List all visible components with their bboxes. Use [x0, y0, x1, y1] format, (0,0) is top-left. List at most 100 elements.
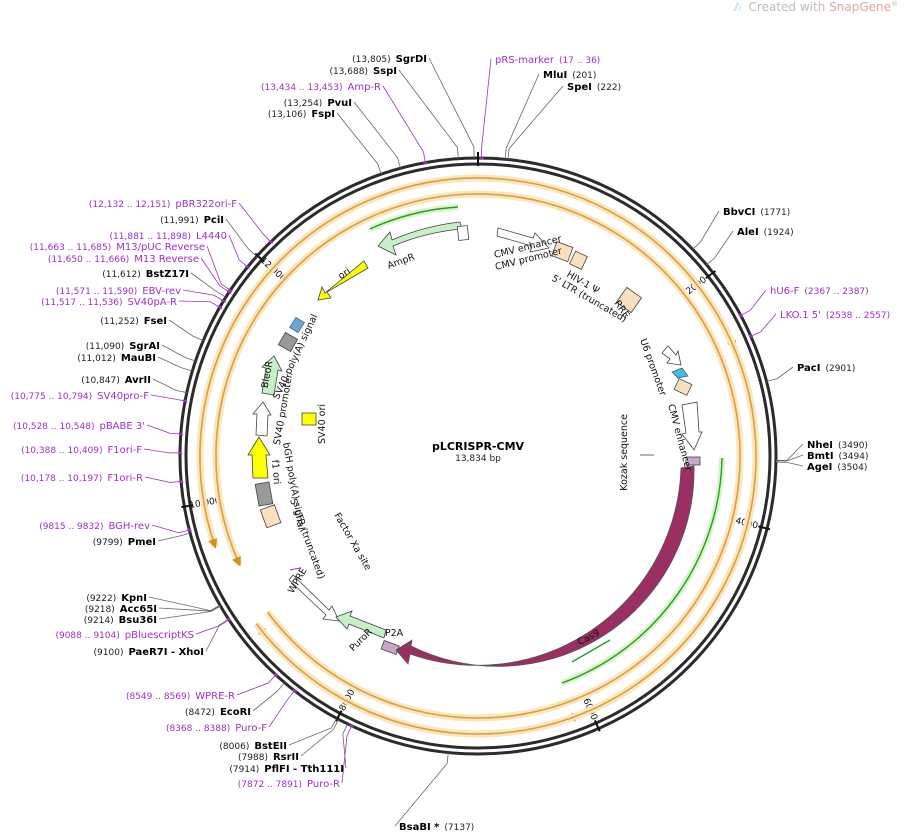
enzyme-site-label[interactable]: (9100)PaeR7I - XhoI: [94, 647, 204, 658]
feature-rre[interactable]: [615, 286, 643, 314]
site-name: pBR322ori-F: [175, 199, 237, 210]
primer-site-label[interactable]: (10,528 .. 10,548)pBABE 3': [13, 421, 145, 432]
feature-ampr[interactable]: [377, 221, 463, 256]
feature-sv40-polya-hatch[interactable]: [289, 316, 305, 334]
primer-site-label[interactable]: (11,517 .. 11,536)SV40pA-R: [41, 297, 177, 308]
enzyme-site-label[interactable]: (11,612)BstZ17I: [102, 269, 189, 280]
feature-bgh-polya[interactable]: [254, 481, 274, 507]
primer-site-label[interactable]: (12,132 .. 12,151) pBR322ori-F: [89, 199, 237, 210]
enzyme-site-label[interactable]: (10,847)AvrII: [81, 375, 151, 386]
orf-arc[interactable]: [215, 193, 741, 719]
primer-site-label[interactable]: (9815 .. 9832) BGH-rev: [39, 521, 150, 532]
enzyme-site-label[interactable]: BmtI(3494): [807, 451, 868, 462]
site-name: Puro-R: [307, 779, 340, 790]
enzyme-site-label[interactable]: PacI(2901): [797, 363, 855, 374]
enzyme-site-label[interactable]: (7914)PflFI - Tth111I: [229, 764, 344, 775]
primer-site-label[interactable]: LKO.1 5'(2538 .. 2557): [780, 310, 890, 321]
feature-ampr-promoter[interactable]: [456, 225, 470, 241]
site-name: PaeR7I - XhoI: [128, 647, 204, 658]
primer-site-label[interactable]: (7872 .. 7891)Puro-R: [238, 779, 340, 790]
enzyme-site-label[interactable]: (11,991)PciI: [160, 215, 224, 226]
feature-puror[interactable]: [335, 610, 387, 639]
site-position: (10,528 .. 10,548): [13, 422, 94, 432]
primer-site-label[interactable]: pRS-marker(17 .. 36): [495, 55, 600, 66]
site-name: SspI: [373, 66, 397, 77]
site-position: (11,571 .. 11,590): [56, 287, 137, 297]
orf-arc[interactable]: [199, 177, 757, 735]
primer-site-label[interactable]: (11,881 .. 11,898)L4440: [110, 231, 227, 242]
feature-u6-box[interactable]: [673, 378, 693, 396]
primer-site-label[interactable]: (10,388 .. 10,409)F1ori-F: [21, 445, 142, 456]
primer-leader: [143, 448, 181, 454]
enzyme-site-label[interactable]: MluI(201): [543, 70, 596, 81]
enzyme-site-label[interactable]: (9222)KpnI: [86, 593, 147, 604]
feature-hiv-psi[interactable]: [569, 250, 588, 270]
enzyme-site-label[interactable]: SpeI(222): [567, 82, 621, 93]
site-position: (8006): [219, 742, 249, 752]
feature-sv40-promoter[interactable]: [252, 401, 272, 437]
feature-ori[interactable]: [317, 260, 369, 301]
primer-tick: [177, 451, 183, 455]
feature-u6-cyan[interactable]: [671, 367, 689, 379]
feature-u6-promoter[interactable]: [661, 345, 682, 366]
enzyme-site-label[interactable]: NheI(3490): [807, 440, 868, 451]
site-position: (12,132 .. 12,151): [89, 200, 170, 210]
primer-site-label[interactable]: (11,571 .. 11,590) EBV-rev: [56, 286, 181, 297]
site-name: EBV-rev: [142, 286, 181, 297]
feature-sv40-polya[interactable]: [277, 331, 299, 353]
primer-site-label[interactable]: (8368 .. 8388)Puro-F: [166, 723, 267, 734]
feature-cmv-enhancer-right[interactable]: [681, 401, 703, 451]
primer-leader: [236, 674, 277, 696]
feature-wpre[interactable]: [288, 574, 340, 622]
cas9-green-short: [571, 639, 611, 663]
site-position: (8368 .. 8388): [166, 724, 230, 734]
enzyme-site-label[interactable]: (8006)BstEII: [219, 741, 287, 752]
enzyme-leader: [428, 57, 475, 159]
primer-site-label[interactable]: (13,434 .. 13,453)Amp-R: [261, 82, 381, 93]
site-name: AvrII: [125, 375, 151, 386]
enzyme-site-label[interactable]: (7988)RsrII: [238, 752, 299, 763]
primer-site-label[interactable]: (9088 .. 9104)pBluescriptKS: [55, 630, 194, 641]
feature-sv40-ori[interactable]: [301, 412, 317, 426]
enzyme-leader: [398, 69, 459, 159]
feature-wpre-mark: [289, 567, 301, 571]
feature-f1-ori[interactable]: [247, 436, 271, 479]
feature-cmv-top[interactable]: [496, 227, 550, 253]
primer-site-label[interactable]: (11,650 .. 11,666)M13 Reverse: [48, 254, 199, 265]
enzyme-site-label[interactable]: (11,090)SgrAI: [86, 341, 160, 352]
feature-label: P2A: [385, 628, 404, 639]
primer-site-label[interactable]: (8549 .. 8569)WPRE-R: [126, 691, 235, 702]
primer-tick: [227, 288, 233, 293]
enzyme-site-label[interactable]: (13,805)SgrDI: [352, 54, 427, 65]
enzyme-site-label[interactable]: (9799)PmeI: [93, 537, 156, 548]
enzyme-site-label[interactable]: AleI(1924): [737, 227, 794, 238]
feature-5ltr-right[interactable]: [551, 241, 574, 263]
feature-p2a[interactable]: [380, 640, 400, 656]
feature-5ltr-left[interactable]: [259, 504, 282, 529]
enzyme-site-label[interactable]: AgeI(3504): [807, 462, 867, 473]
site-name: BGH-rev: [108, 521, 150, 532]
enzyme-site-label[interactable]: (13,688)SspI: [329, 66, 397, 77]
primer-leader: [150, 394, 186, 402]
feature-kozak[interactable]: [685, 456, 701, 466]
feature-bleor[interactable]: [261, 355, 283, 396]
snapgene-watermark: Created with SnapGene®: [732, 0, 898, 14]
site-position: (9218): [85, 605, 115, 615]
feature-cas9[interactable]: [395, 465, 695, 667]
enzyme-site-label[interactable]: BbvCI(1771): [723, 207, 790, 218]
enzyme-site-label[interactable]: BsaBI *(7137): [399, 822, 474, 833]
feature-label: U6 promoter: [637, 337, 668, 397]
primer-site-label[interactable]: (11,663 .. 11,685)M13/pUC Reverse: [30, 242, 205, 253]
site-position: (9815 .. 9832): [39, 522, 103, 532]
enzyme-site-label[interactable]: (9214)Bsu36I: [84, 615, 157, 626]
enzyme-site-label[interactable]: (8472)EcoRI: [185, 707, 251, 718]
primer-site-label[interactable]: (10,775 .. 10,794)SV40pro-F: [11, 391, 150, 402]
primer-site-label[interactable]: hU6-F(2367 .. 2387): [770, 286, 869, 297]
enzyme-site-label[interactable]: (13,254)PvuI: [284, 98, 352, 109]
enzyme-site-label[interactable]: (13,106)FspI: [268, 109, 335, 120]
feature-label: Cas9: [576, 628, 602, 648]
primer-site-label[interactable]: (10,178 .. 10,197)F1ori-R: [21, 473, 143, 484]
enzyme-site-label[interactable]: (11,252)FseI: [100, 316, 167, 327]
enzyme-site-label[interactable]: (11,012)MauBI: [77, 353, 156, 364]
enzyme-site-label[interactable]: (9218)Acc65I: [85, 604, 157, 615]
